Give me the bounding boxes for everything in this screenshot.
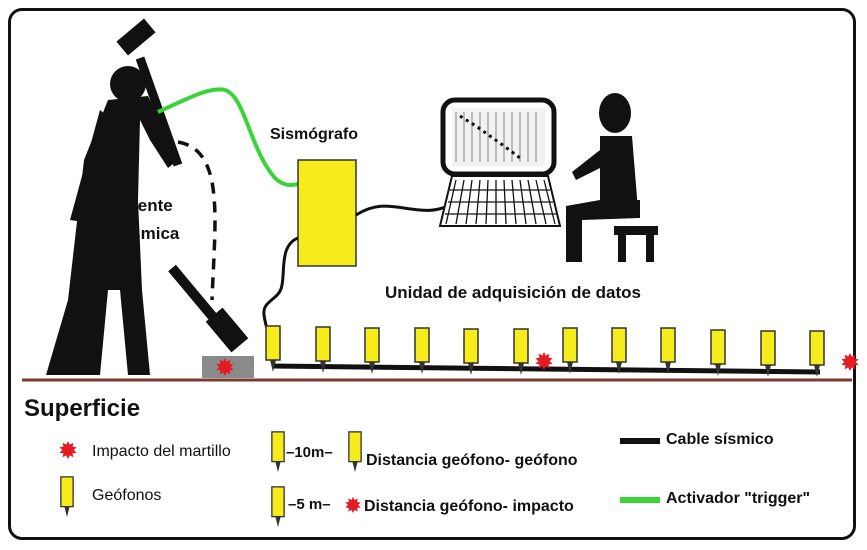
legend-spacing-10m-label: –10m– [286,444,333,461]
legend-geophones-label: Geófonos [92,487,162,504]
laptop-icon [438,97,562,227]
seismic-cable-line [271,363,821,375]
legend-geophone-icon-10m-left [271,431,285,473]
seismograph-label: Sismógrafo [270,126,359,143]
seismograph-box [297,159,357,267]
seismic-source-label-line1: Fuente [117,196,173,215]
trigger-cable [157,87,303,187]
surface-label: Superficie [24,395,141,422]
legend-spacing-5m-label: –5 m– [288,496,331,513]
seismograph-to-computer-cable [355,200,457,217]
hammer-impact-icon [168,264,249,353]
hammer-operator-figure [46,66,178,375]
legend-impact-star-icon [58,440,78,460]
legend-impact-star-5m-icon [344,496,362,514]
legend-seismic-cable-label: Cable sísmico [666,431,774,448]
legend-geophone-icon [60,476,74,518]
legend-geophone-icon-10m-right [348,431,362,473]
legend-geophone-geophone-label: Distancia geófono- geófono [366,452,578,469]
geophone-icon [611,327,627,375]
legend-hammer-impact-label: Impacto del martillo [92,443,231,460]
diagram-frame [8,8,856,540]
legend-geophone-icon-5m [271,486,285,528]
legend-trigger-label: Activador "trigger" [666,490,811,507]
seated-person-figure [566,93,658,262]
impact-star-icon [840,352,860,372]
legend-geophone-impact-label: Distancia geófono- impacto [364,498,574,515]
geophone-icon [660,327,676,375]
seismic-source-label-line2: sísmica [117,224,180,243]
acquisition-unit-label: Unidad de adquisición de datos [385,283,641,302]
